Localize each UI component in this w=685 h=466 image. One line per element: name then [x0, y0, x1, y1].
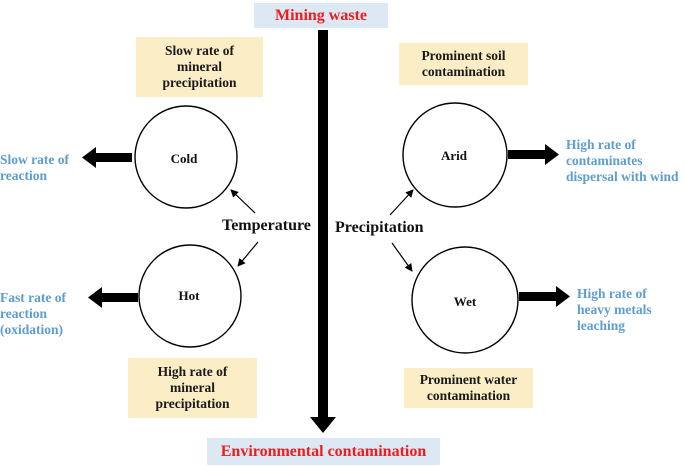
arid-circle: [402, 102, 508, 208]
arid-node-label: Arid: [441, 148, 467, 163]
cold-note-line: Slow rate of: [165, 43, 234, 58]
temperature-to-cold-arrow: [230, 189, 256, 214]
wet-node-label: Wet: [453, 294, 477, 309]
arid-effect-text: High rate of contaminates dispersal with…: [566, 137, 685, 185]
cold-circle: [134, 105, 238, 209]
title-bottom: Environmental contamination: [207, 438, 440, 465]
wet-note-box: Prominent water contamination: [404, 368, 533, 408]
hot-effect-arrow: [88, 287, 138, 308]
precipitation-to-arid-arrow: [389, 189, 414, 216]
wet-effect-line: heavy metals: [577, 302, 652, 317]
wet-effect-text: High rate of heavy metals leaching: [577, 286, 677, 334]
precipitation-to-wet-arrow: [391, 242, 413, 272]
wet-effect-line: leaching: [577, 318, 626, 333]
cold-effect-line: reaction: [0, 168, 47, 183]
arid-note-box: Prominent soil contamination: [399, 43, 528, 85]
hot-note-box: High rate of mineral precipitation: [128, 358, 257, 418]
arid-note-line: Prominent soil: [421, 48, 506, 63]
wet-note-line: contamination: [426, 388, 511, 403]
arid-effect-arrow: [508, 144, 559, 165]
central-flow-arrow: [310, 30, 336, 433]
temperature-label: Temperature: [222, 217, 311, 234]
wet-effect-line: High rate of: [577, 286, 647, 301]
precipitation-label: Precipitation: [335, 219, 424, 236]
cold-effect-arrow: [82, 147, 132, 168]
hot-circle: [138, 244, 242, 348]
wet-effect-arrow: [519, 286, 570, 307]
hot-effect-text: Fast rate of reaction (oxidation): [0, 290, 86, 338]
hot-node-label: Hot: [178, 288, 200, 303]
arid-effect-line: dispersal with wind: [566, 169, 679, 184]
cold-note-line: mineral: [177, 59, 222, 74]
arid-effect-line: contaminates: [566, 153, 643, 168]
hot-effect-line: reaction: [0, 306, 47, 321]
wet-circle: [411, 246, 519, 354]
title-top-text: Mining waste: [275, 6, 367, 24]
cold-effect-text: Slow rate of reaction: [0, 152, 82, 184]
temperature-to-hot-arrow: [237, 241, 259, 267]
cold-node-label: Cold: [170, 151, 198, 166]
cold-note-line: precipitation: [162, 75, 237, 90]
hot-effect-line: (oxidation): [0, 322, 64, 337]
hot-note-line: High rate of: [157, 364, 228, 379]
hot-note-line: mineral: [170, 380, 215, 395]
hot-effect-line: Fast rate of: [0, 290, 66, 305]
arid-effect-line: High rate of: [566, 137, 636, 152]
wet-note-line: Prominent water: [419, 372, 518, 387]
arid-note-line: contamination: [421, 64, 506, 79]
hot-note-line: precipitation: [155, 396, 230, 411]
title-top: Mining waste: [254, 3, 388, 28]
cold-note-box: Slow rate of mineral precipitation: [136, 37, 263, 97]
cold-effect-line: Slow rate of: [0, 152, 69, 167]
title-bottom-text: Environmental contamination: [220, 442, 427, 460]
